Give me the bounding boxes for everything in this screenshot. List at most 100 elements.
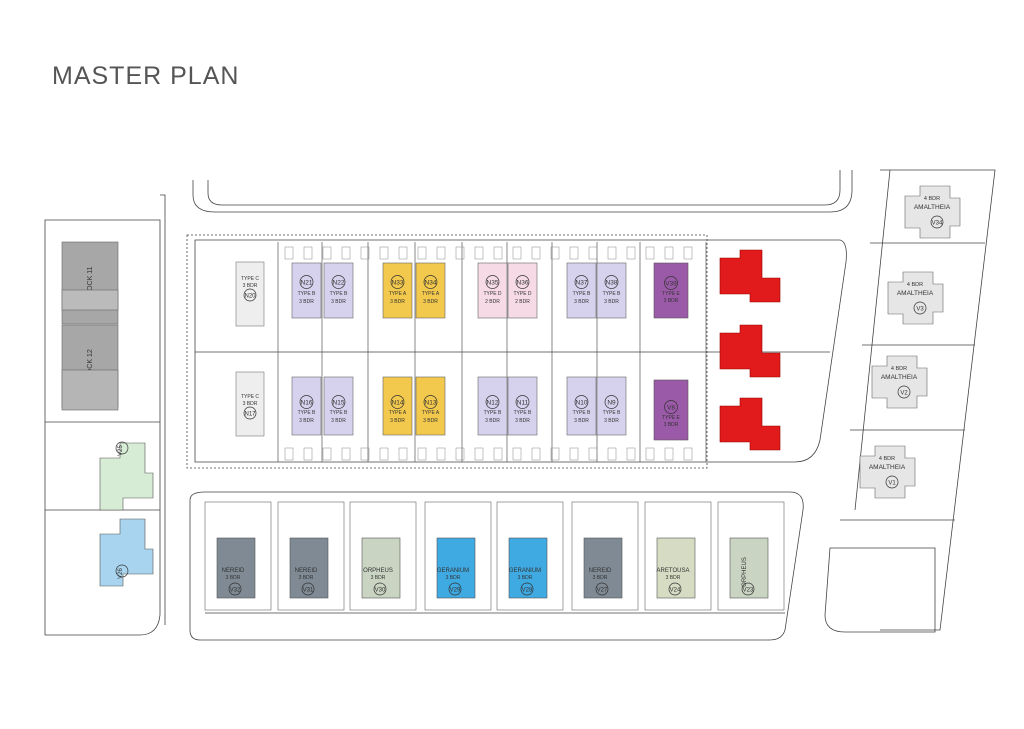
unit-id-circle: [595, 582, 609, 596]
patio-mark: [322, 246, 332, 260]
villa-plot: [349, 501, 417, 611]
unit-id-label: V34: [932, 221, 943, 227]
unit-type-label: TYPE B: [330, 291, 348, 297]
villa-bedroom-label: 3 BDR: [666, 575, 681, 581]
unit-id-label: V1: [888, 481, 896, 487]
villa-name-label: GERANIUM: [437, 568, 469, 574]
villa-plot: [571, 501, 639, 611]
unit-id-label: N11: [517, 400, 529, 407]
unit-bedroom-label: 3 BDR: [574, 418, 589, 424]
villa-name-label: AMALTHEIA: [869, 464, 906, 471]
type-c-unit: [235, 261, 265, 327]
top-road-inner: [207, 170, 841, 206]
unit-id-label: N22: [333, 280, 345, 287]
unit-type-label: TYPE B: [573, 291, 591, 297]
unit-bedroom-label: 2 BDR: [515, 299, 530, 305]
central-block-wall: [194, 239, 847, 463]
villa-bedroom-label: 3 BDR: [593, 575, 608, 581]
south-row-unit: [382, 376, 413, 436]
unit-id-label: N36: [517, 280, 529, 287]
unit-id-label: N21: [301, 280, 313, 287]
unit-type-label: TYPE C: [241, 276, 259, 282]
unit-id-circle: [930, 215, 944, 229]
unit-type-label: TYPE C: [241, 394, 259, 400]
unit-id-label: N17: [244, 412, 256, 418]
villa-name-label: NEREID: [222, 568, 245, 574]
block-label: BLOCK 11: [87, 266, 94, 299]
patio-mark: [284, 246, 294, 260]
central-block-outline: [186, 234, 708, 469]
villa-name-label: ORPHEUS: [363, 568, 393, 574]
patio-mark: [360, 246, 370, 260]
villa-name-label: ORPHEUS: [742, 557, 748, 587]
patio-mark: [379, 447, 389, 461]
right-column-outline: [880, 169, 996, 631]
villa-name-label: NEREID: [295, 568, 318, 574]
unit-bedroom-label: 3 BDR: [664, 298, 679, 304]
unit-id-label: N10: [576, 400, 588, 407]
unit-type-label: TYPE B: [298, 291, 316, 297]
block-building: [61, 241, 119, 325]
patio-mark: [512, 447, 522, 461]
unit-id-label: V25: [118, 445, 124, 456]
patio-mark: [493, 447, 503, 461]
patio-mark: [379, 246, 389, 260]
north-row-unit: [596, 262, 627, 319]
unit-bedroom-label: 3 BDR: [485, 418, 500, 424]
unit-id-circle: [448, 582, 462, 596]
patio-mark: [398, 246, 408, 260]
unit-id-label: N20: [244, 294, 256, 300]
unit-id-label: V29: [450, 588, 461, 594]
patio-mark: [626, 246, 636, 260]
villa-bedroom-label: 4 BDR: [879, 456, 895, 462]
villa-building: [729, 537, 769, 599]
unit-id-circle: [115, 564, 129, 578]
patio-mark: [664, 246, 674, 260]
unit-bedroom-label: 3 BDR: [515, 418, 530, 424]
patio-mark: [398, 447, 408, 461]
unit-id-label: V26: [118, 568, 124, 579]
unit-id-label: N34: [425, 280, 437, 287]
patio-mark: [569, 246, 579, 260]
patio-mark: [626, 447, 636, 461]
unit-id-label: V27: [597, 588, 608, 594]
unit-bedroom-label: 3 BDR: [604, 418, 619, 424]
villa-bedroom-label: 3 BDR: [226, 575, 241, 581]
villa-bedroom-label: 4 BDR: [891, 366, 907, 372]
left-house: [99, 442, 154, 511]
unit-id-circle: [885, 475, 899, 489]
unit-id-circle: [664, 400, 678, 414]
left-block-outline: [44, 219, 161, 636]
top-road-curve: [192, 170, 853, 213]
villa-name-label: AMALTHEIA: [897, 290, 934, 297]
south-row-unit: [323, 376, 354, 436]
north-row-unit: [415, 262, 446, 319]
unit-id-circle: [574, 275, 589, 289]
unit-id-label: V39: [665, 281, 677, 288]
patio-mark: [645, 447, 655, 461]
unit-type-label: TYPE A: [389, 410, 407, 416]
patio-mark: [588, 246, 598, 260]
unit-id-label: N14: [392, 400, 404, 407]
unit-id-circle: [390, 395, 405, 409]
unit-type-label: TYPE B: [603, 410, 621, 416]
unit-bedroom-label: 3 BDR: [664, 422, 679, 428]
villa-building: [216, 537, 256, 599]
unit-id-circle: [423, 275, 438, 289]
unit-type-label: TYPE B: [330, 410, 348, 416]
unit-id-label: V2: [900, 391, 908, 397]
villa-plot: [204, 501, 272, 611]
unit-id-label: V8: [667, 405, 675, 412]
unit-id-circle: [390, 275, 405, 289]
patio-mark: [683, 246, 693, 260]
patio-mark: [417, 447, 427, 461]
villa-name-label: AMALTHEIA: [914, 204, 951, 211]
unit-id-circle: [741, 582, 755, 596]
unit-id-label: N13: [425, 400, 437, 407]
unit-id-label: V30: [375, 588, 386, 594]
unit-type-label: TYPE A: [389, 291, 407, 297]
patio-mark: [569, 447, 579, 461]
unit-bedroom-label: 3 BDR: [331, 299, 346, 305]
unit-bedroom-label: 3 BDR: [331, 418, 346, 424]
patio-mark: [303, 246, 313, 260]
